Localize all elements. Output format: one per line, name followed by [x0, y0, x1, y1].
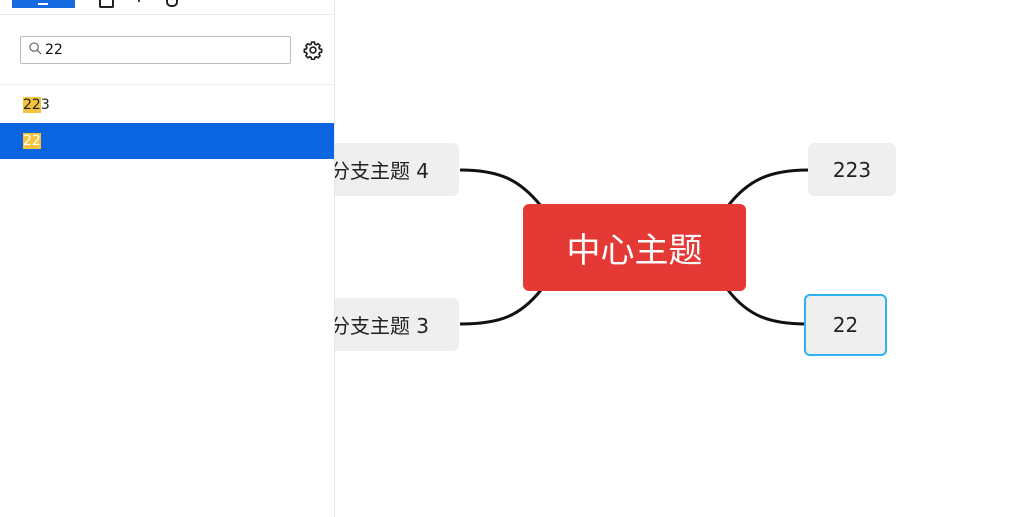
- branch-node-label: 分支主题 4: [329, 159, 430, 183]
- branch-node-label: 223: [832, 157, 872, 182]
- central-topic-node[interactable]: 中心主题: [523, 204, 746, 291]
- branch-node-label: 22: [832, 313, 859, 337]
- search-result-item-selected[interactable]: 22: [0, 123, 334, 159]
- search-input[interactable]: [45, 39, 283, 61]
- search-result-item[interactable]: 223: [0, 87, 334, 123]
- result-text: 22: [23, 133, 41, 149]
- tab-page-icon[interactable]: [99, 0, 114, 8]
- result-text: 223: [23, 97, 50, 113]
- connector-left-top: [459, 168, 543, 207]
- panel-tab-bar: [0, 0, 334, 15]
- result-rest: 3: [40, 97, 50, 113]
- result-match-highlight: 22: [23, 97, 41, 113]
- search-row: [20, 36, 324, 64]
- branch-node-right-top[interactable]: 223: [808, 143, 896, 196]
- result-match-highlight: 22: [23, 133, 41, 149]
- search-box[interactable]: [20, 36, 291, 64]
- branch-node-label: 分支主题 3: [329, 314, 430, 338]
- connector-right-bottom: [726, 289, 807, 326]
- gear-icon[interactable]: [303, 40, 323, 60]
- connector-right-top: [726, 168, 809, 207]
- search-icon: [29, 42, 42, 55]
- branch-node-right-bottom-selected[interactable]: 22: [804, 294, 887, 356]
- tab-tag-icon[interactable]: [166, 0, 178, 7]
- panel-divider: [0, 84, 334, 85]
- search-panel: 223 22: [0, 0, 335, 517]
- tab-more-icon[interactable]: [138, 0, 140, 2]
- tab-outline[interactable]: [12, 0, 75, 8]
- connector-left-bottom: [459, 289, 543, 326]
- outline-tab-icon: [38, 0, 48, 5]
- central-topic-label: 中心主题: [566, 231, 703, 271]
